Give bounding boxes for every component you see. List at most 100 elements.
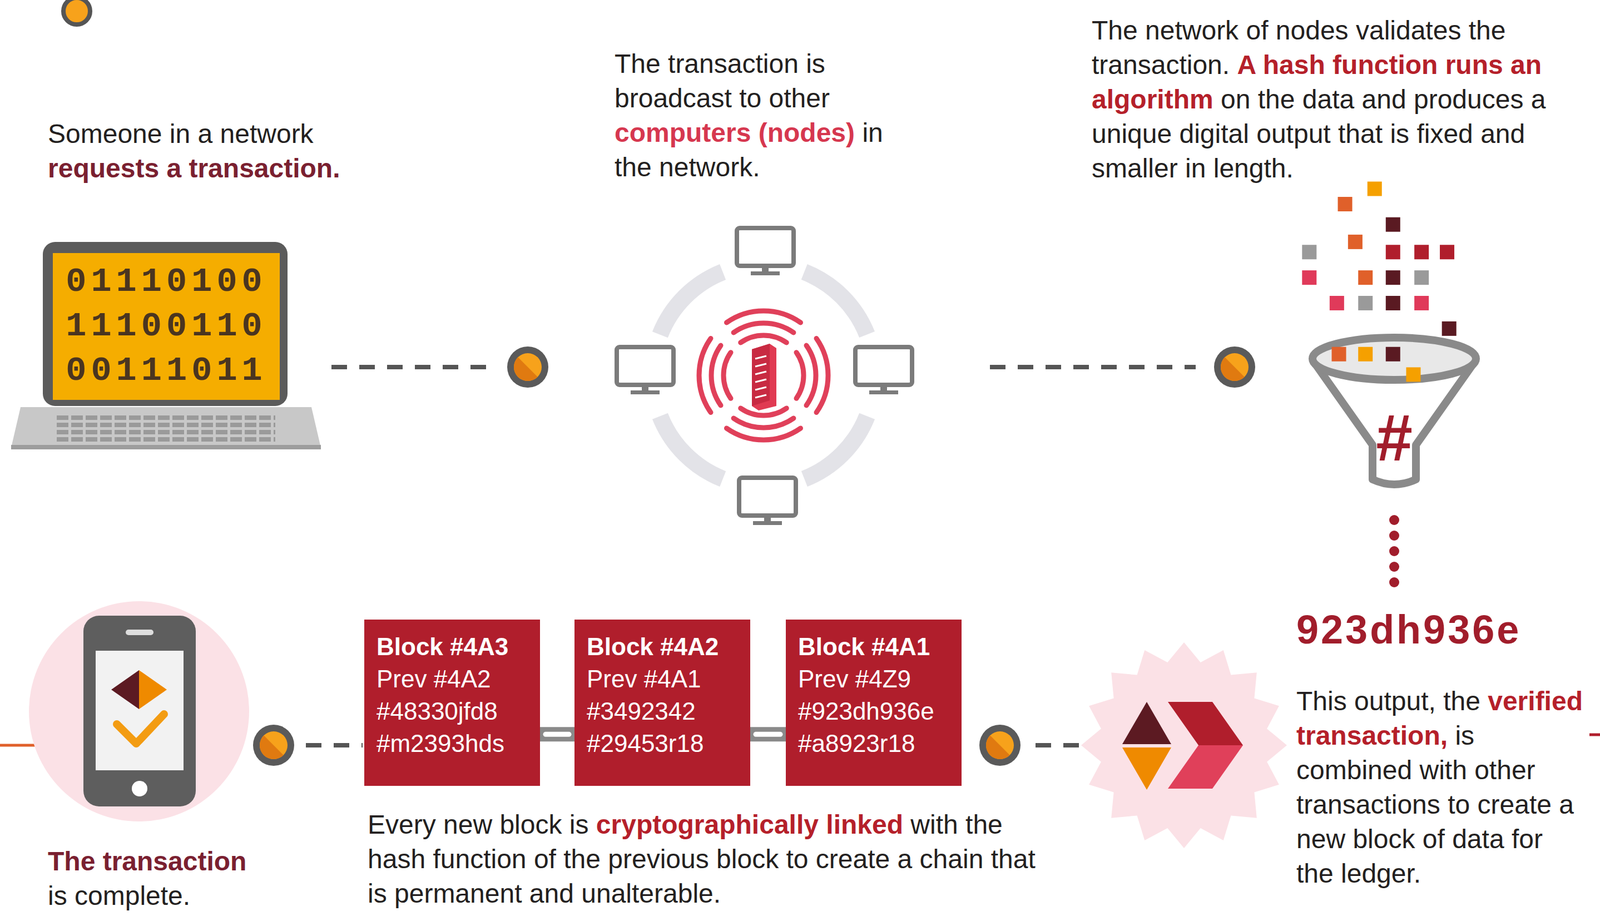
laptop-icon: [52, 253, 279, 396]
chain-link: [750, 734, 786, 735]
phone-icon: [116, 714, 165, 744]
network-icon: [739, 477, 796, 525]
network-icon: [755, 355, 767, 359]
chain-link: [540, 726, 575, 742]
caption-text: 923dh936e: [1296, 606, 1586, 653]
hash-funnel: [1439, 244, 1455, 260]
node-text: Prev #4A1: [586, 662, 738, 696]
hash-funnel: [1442, 321, 1457, 336]
phone-icon: [28, 601, 250, 822]
network-icon: [751, 343, 777, 411]
step-text: The transaction is broadcast to other: [614, 48, 830, 113]
caption-text: This output, the verified transaction, i…: [1296, 684, 1586, 891]
step-text: Every new block is: [367, 809, 589, 840]
dashed-leader: [305, 742, 363, 748]
phone-icon: [95, 650, 184, 771]
hash-output: 923dh936e: [1296, 607, 1522, 652]
hash-funnel: [1329, 295, 1345, 311]
node-title: Block #4A2: [586, 630, 738, 663]
step-text: requests a transaction.: [47, 151, 471, 186]
dashed-leader: [331, 364, 490, 370]
step-dot: [253, 724, 295, 766]
hash-funnel: [1301, 244, 1317, 260]
hash-funnel: [1385, 217, 1401, 232]
network-icon: [740, 408, 787, 416]
chain-link: [545, 731, 569, 737]
block-icon: [1167, 701, 1243, 746]
hash-symbol: #: [1360, 401, 1428, 474]
caption-text: Every new block is cryptographically lin…: [367, 807, 1058, 911]
node-title: 01110100 11100110 00111011: [60, 259, 272, 394]
phone-icon: [83, 615, 196, 807]
flow-line: [1589, 733, 1600, 737]
step-text: is complete.: [47, 878, 382, 914]
network-icon: [733, 323, 794, 333]
node-title: Block #4A3: [376, 630, 528, 663]
hash-funnel: [1389, 530, 1400, 541]
node-text: #923dh936e: [798, 695, 950, 728]
network-icon: [726, 428, 801, 440]
block-icon: [1122, 701, 1172, 745]
hash-funnel: [1301, 181, 1456, 382]
phone-icon: [125, 629, 154, 636]
caption-text: Someone in a networkrequests a transacti…: [47, 116, 471, 186]
block-icon: [1122, 747, 1172, 790]
step-text: computers (nodes): [614, 117, 855, 148]
network-icon: [806, 345, 816, 406]
network-icon: [616, 228, 913, 525]
network-icon: [726, 310, 801, 323]
dashed-leader: [305, 367, 1196, 746]
block-icon: [1167, 745, 1243, 789]
hash-funnel: [1405, 367, 1421, 382]
step-text: The transaction: [47, 844, 382, 879]
network-icon: [816, 338, 829, 413]
phone-icon: [139, 670, 167, 710]
network-icon: [711, 345, 721, 406]
hash-funnel: [1389, 514, 1400, 525]
node-text: #29453r18: [586, 727, 738, 760]
hash-funnel: [1389, 514, 1400, 588]
network-icon: [733, 418, 794, 428]
hash-funnel: [1358, 295, 1373, 311]
network-icon: [736, 228, 794, 276]
node-text: #m2393hds: [376, 727, 528, 760]
hash-funnel: [1385, 244, 1401, 260]
phone-icon: [28, 601, 250, 822]
chain-link: [755, 731, 781, 737]
network-icon: [751, 343, 770, 406]
dashed-leader: [989, 364, 1196, 370]
network-icon: [755, 371, 767, 375]
node-text: #3492342: [586, 695, 738, 728]
laptop-icon: [42, 241, 288, 406]
hash-funnel: [1385, 295, 1401, 311]
hash-funnel: [1414, 295, 1429, 311]
hash-funnel: [1389, 546, 1400, 557]
phone-icon: [111, 670, 140, 710]
node-text: #a8923r18: [798, 727, 950, 760]
network-icon: [796, 352, 804, 399]
block-icon: [1081, 642, 1287, 849]
network-icon: [755, 394, 767, 398]
network-icon: [652, 264, 875, 487]
hash-funnel: [1385, 270, 1401, 285]
network-icon: [755, 363, 767, 367]
caption-text: The transactionis complete.: [47, 844, 382, 914]
ledger-block: Block #4A3Prev #4A2#48330jfd8#m2393hds: [364, 619, 541, 786]
hash-funnel: [1312, 337, 1476, 380]
network-icon: [755, 355, 767, 398]
step-dot: [63, 0, 91, 25]
network-icon: [616, 347, 674, 395]
hash-funnel: [1338, 196, 1353, 212]
hash-funnel: [1414, 244, 1429, 260]
hash-funnel: [1301, 270, 1317, 285]
step-text: cryptographically linked: [596, 809, 904, 840]
node-text: Prev #4A2: [376, 662, 528, 696]
hash-funnel: [1301, 181, 1476, 588]
hash-funnel: [1358, 270, 1373, 285]
network-icon: [740, 335, 787, 343]
laptop-icon: [11, 444, 321, 450]
hash-funnel: [1414, 270, 1429, 285]
node-text: Prev #4Z9: [798, 662, 950, 696]
laptop-icon: [11, 407, 321, 448]
network-icon: [755, 379, 767, 383]
